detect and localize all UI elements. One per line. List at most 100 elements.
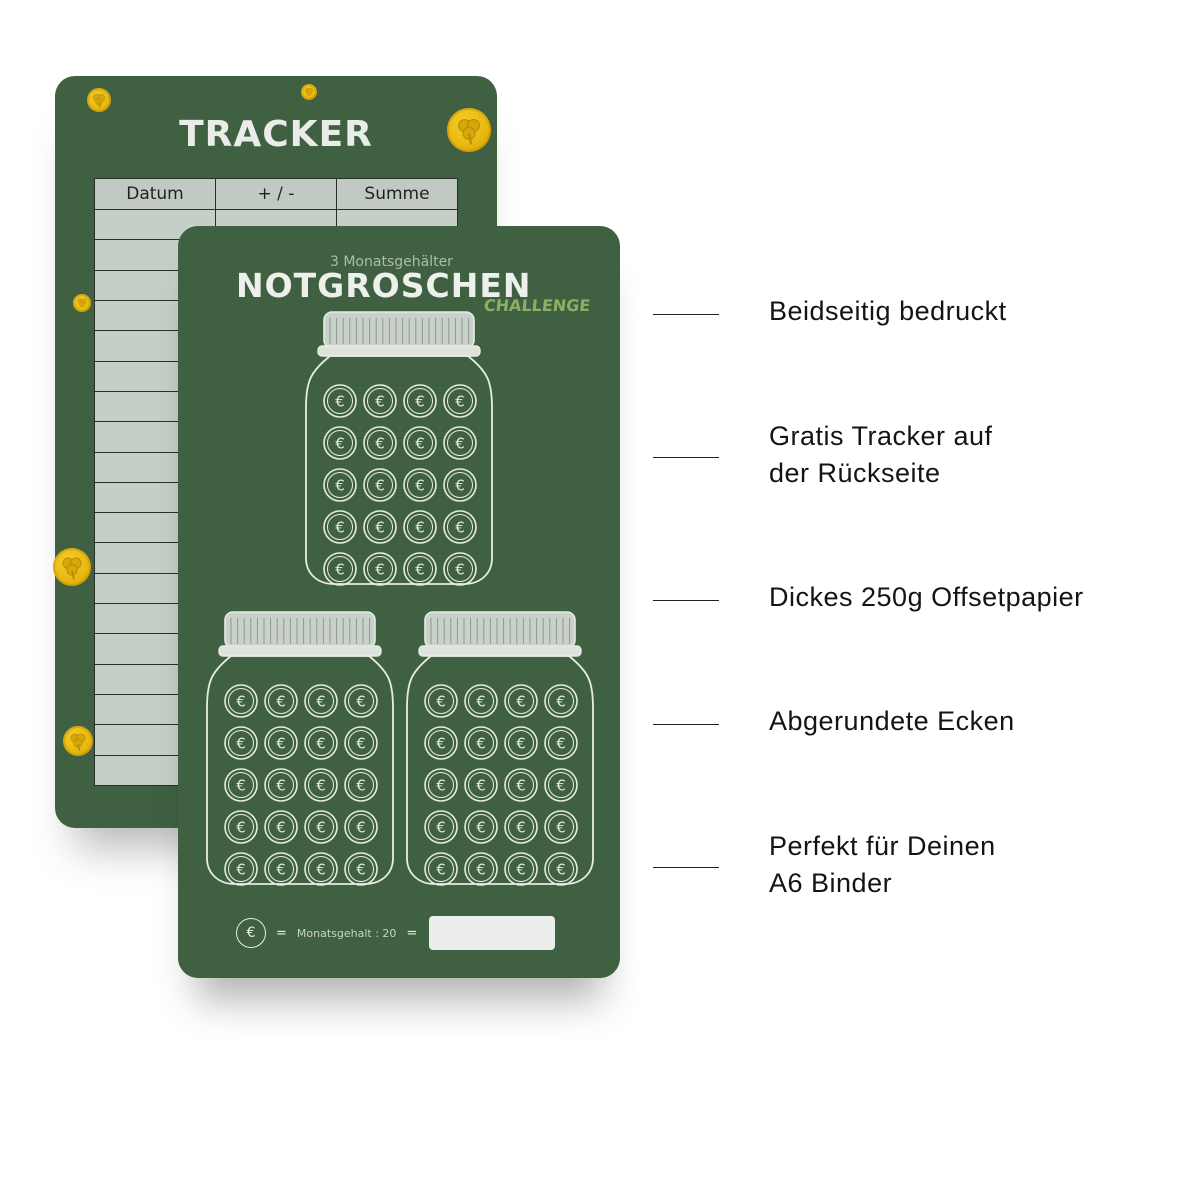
svg-text:€: € (476, 735, 486, 753)
svg-text:€: € (335, 561, 345, 579)
euro-coin-icon: € (424, 684, 458, 718)
svg-text:€: € (516, 777, 526, 795)
euro-coin-icon: € (504, 726, 538, 760)
shamrock-coin-icon (73, 294, 91, 312)
formula-label: Monatsgehalt : 20 (296, 926, 397, 940)
svg-text:€: € (316, 861, 326, 879)
euro-coin-icon: € (264, 768, 298, 802)
svg-text:€: € (276, 819, 286, 837)
svg-text:€: € (516, 819, 526, 837)
euro-coin-icon: € (464, 684, 498, 718)
shamrock-coin-icon (87, 88, 111, 112)
euro-coin-icon: € (544, 684, 578, 718)
euro-coin-icon: € (424, 726, 458, 760)
svg-text:€: € (556, 819, 566, 837)
svg-text:€: € (476, 861, 486, 879)
euro-coin-icon: € (264, 852, 298, 886)
feature-line (653, 724, 719, 726)
svg-text:€: € (236, 819, 246, 837)
euro-coin-icon: € (323, 384, 357, 418)
euro-coin-icon: € (363, 468, 397, 502)
svg-text:€: € (375, 393, 385, 411)
svg-text:€: € (236, 777, 246, 795)
challenge-subtitle: 3 Monatsgehälter (330, 254, 453, 270)
euro-coin-icon: € (344, 726, 378, 760)
euro-coin-icon: € (264, 726, 298, 760)
euro-coin-icon: € (344, 768, 378, 802)
tracker-column-header: + / - (215, 178, 337, 210)
svg-text:€: € (356, 735, 366, 753)
euro-coin-icon: € (424, 810, 458, 844)
euro-coin-icon: € (224, 768, 258, 802)
svg-text:€: € (236, 693, 246, 711)
euro-coin-icon: € (443, 468, 477, 502)
euro-coin-icon: € (504, 768, 538, 802)
svg-text:€: € (476, 693, 486, 711)
euro-coin-icon: € (323, 510, 357, 544)
euro-coin-icon: € (403, 510, 437, 544)
euro-coin-icon: € (236, 918, 266, 948)
euro-coin-icon: € (403, 552, 437, 586)
amount-field (429, 916, 556, 950)
feature-text: Abgerundete Ecken (769, 706, 1015, 736)
formula-equals: = (276, 925, 287, 941)
svg-text:€: € (375, 477, 385, 495)
svg-text:€: € (415, 477, 425, 495)
euro-coin-icon: € (363, 426, 397, 460)
euro-coin-icon: € (544, 768, 578, 802)
jar-icon: €€€€€€€€€€€€€€€€€€€€ (406, 611, 594, 886)
shamrock-coin-icon (301, 84, 317, 100)
formula-row: € = Monatsgehalt : 20 = (236, 916, 556, 950)
svg-text:€: € (356, 819, 366, 837)
shamrock-coin-icon (53, 548, 91, 586)
formula-equals: = (406, 925, 418, 941)
svg-text:€: € (335, 519, 345, 537)
euro-coin-icon: € (224, 810, 258, 844)
euro-coin-icon: € (443, 510, 477, 544)
svg-text:€: € (375, 435, 385, 453)
challenge-title: NOTGROSCHEN (236, 266, 532, 305)
svg-text:€: € (476, 777, 486, 795)
euro-coin-icon: € (464, 726, 498, 760)
euro-coin-icon: € (544, 852, 578, 886)
svg-text:€: € (455, 435, 465, 453)
svg-text:€: € (316, 693, 326, 711)
svg-text:€: € (455, 519, 465, 537)
svg-text:€: € (316, 777, 326, 795)
svg-text:€: € (335, 435, 345, 453)
svg-text:€: € (276, 735, 286, 753)
svg-text:€: € (276, 861, 286, 879)
euro-coin-icon: € (464, 768, 498, 802)
feature-text: der Rückseite (769, 458, 941, 488)
svg-text:€: € (276, 777, 286, 795)
euro-coin-icon: € (344, 684, 378, 718)
euro-coin-icon: € (323, 426, 357, 460)
svg-text:€: € (415, 435, 425, 453)
euro-coin-icon: € (403, 426, 437, 460)
feature-text: Beidseitig bedruckt (769, 296, 1007, 326)
svg-text:€: € (516, 735, 526, 753)
euro-coin-icon: € (424, 852, 458, 886)
svg-text:€: € (436, 819, 446, 837)
svg-text:€: € (556, 735, 566, 753)
feature-text: Dickes 250g Offsetpapier (769, 582, 1084, 612)
challenge-card: 3 Monatsgehälter NOTGROSCHEN CHALLENGE €… (178, 226, 620, 978)
euro-coin-icon: € (344, 852, 378, 886)
svg-text:€: € (436, 777, 446, 795)
euro-coin-icon: € (323, 468, 357, 502)
euro-coin-icon: € (403, 384, 437, 418)
svg-text:€: € (236, 735, 246, 753)
shamrock-coin-icon (63, 726, 93, 756)
svg-text:€: € (436, 861, 446, 879)
svg-text:€: € (516, 861, 526, 879)
svg-text:€: € (316, 735, 326, 753)
euro-coin-icon: € (264, 810, 298, 844)
svg-text:€: € (356, 777, 366, 795)
tracker-column-header: Summe (336, 178, 458, 210)
euro-coin-icon: € (504, 852, 538, 886)
svg-text:€: € (455, 477, 465, 495)
euro-coin-icon: € (363, 510, 397, 544)
feature-line (653, 867, 719, 869)
svg-text:€: € (415, 519, 425, 537)
svg-text:€: € (375, 561, 385, 579)
